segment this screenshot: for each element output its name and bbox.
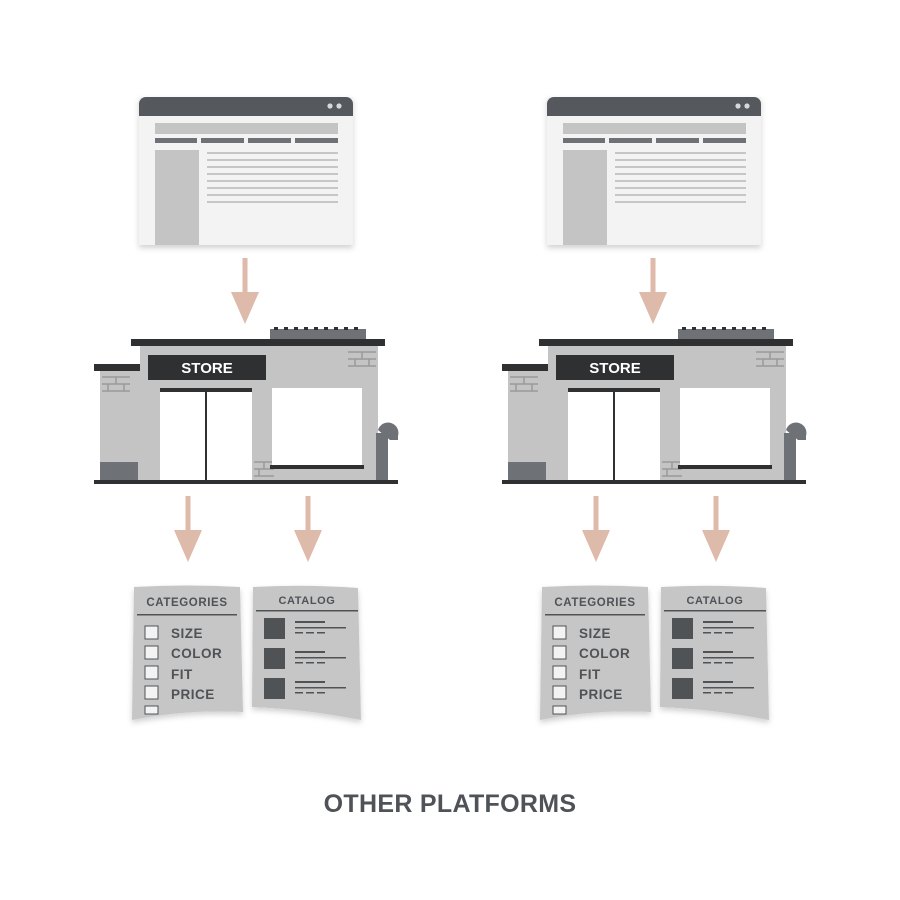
diagram-group-1: STORE CATEGORIES SIZE COLOR FIT PRICE [94, 97, 399, 720]
catalog-panel: CATALOG [660, 585, 769, 720]
diagram-caption: OTHER PLATFORMS [323, 790, 577, 818]
checkbox[interactable] [552, 665, 567, 680]
window-dot-icon [744, 103, 750, 109]
checkbox[interactable] [144, 665, 159, 680]
catalog-thumbnail [672, 648, 693, 669]
catalog-thumbnail [264, 618, 285, 639]
category-color: COLOR [171, 646, 222, 661]
checkbox[interactable] [552, 685, 567, 700]
store-sign-label: STORE [181, 360, 232, 377]
catalog-title: CATALOG [687, 595, 744, 607]
website-window [139, 97, 353, 245]
category-fit: FIT [579, 667, 601, 682]
catalog-thumbnail [672, 618, 693, 639]
category-size: SIZE [171, 626, 203, 641]
catalog-panel: CATALOG [252, 585, 361, 720]
checkbox[interactable] [144, 685, 159, 700]
window-dot-icon [735, 103, 741, 109]
store-window [680, 388, 770, 466]
catalog-thumbnail [264, 648, 285, 669]
store-sign-label: STORE [589, 360, 640, 377]
window-dot-icon [336, 103, 342, 109]
catalog-thumbnail [672, 678, 693, 699]
category-price: PRICE [171, 687, 215, 702]
categories-title: CATEGORIES [146, 597, 227, 609]
category-color: COLOR [579, 646, 630, 661]
checkbox[interactable] [144, 625, 159, 640]
arrow-down-icon [702, 496, 730, 562]
categories-title: CATEGORIES [554, 597, 635, 609]
arrow-down-icon [639, 258, 667, 324]
category-fit: FIT [171, 667, 193, 682]
arrow-down-icon [582, 496, 610, 562]
website-window [547, 97, 761, 245]
store-window [272, 388, 362, 466]
catalog-title: CATALOG [279, 595, 336, 607]
categories-panel: CATEGORIES SIZE COLOR FIT PRICE [132, 585, 243, 720]
store-sign [556, 355, 674, 380]
store-building: STORE [94, 327, 399, 484]
arrow-down-icon [294, 496, 322, 562]
diagram-group-2: STORE CATEGORIES SIZE COLOR FIT PRICE [502, 97, 807, 720]
catalog-thumbnail [264, 678, 285, 699]
arrow-down-icon [174, 496, 202, 562]
arrow-down-icon [231, 258, 259, 324]
categories-panel: CATEGORIES SIZE COLOR FIT PRICE [540, 585, 651, 720]
store-sign [148, 355, 266, 380]
store-building: STORE [502, 327, 807, 484]
checkbox[interactable] [552, 645, 567, 660]
checkbox[interactable] [144, 645, 159, 660]
checkbox[interactable] [552, 625, 567, 640]
category-size: SIZE [579, 626, 611, 641]
window-dot-icon [327, 103, 333, 109]
category-price: PRICE [579, 687, 623, 702]
